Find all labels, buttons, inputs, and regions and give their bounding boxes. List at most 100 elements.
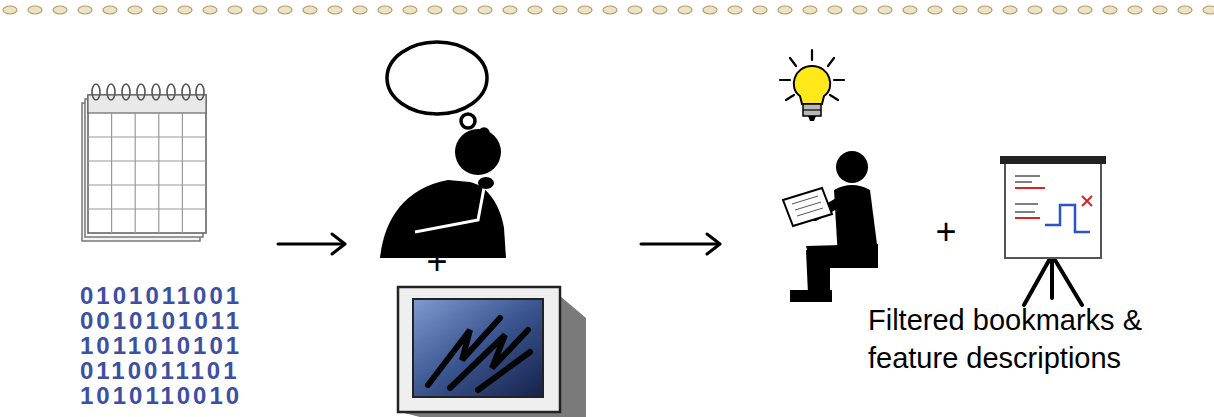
dotted-border-part [203, 6, 217, 14]
binary-data: 0101011001 0010101011 1011010101 0110011… [80, 283, 260, 408]
dotted-border-part [728, 6, 742, 14]
dotted-border-part [678, 6, 692, 14]
thinking-person-part [455, 129, 501, 175]
reading-person-part [792, 196, 818, 204]
lightbulb-icon [780, 50, 844, 121]
flipchart-icon-part [1052, 255, 1082, 305]
dotted-border-part [178, 6, 192, 14]
dotted-border-part [228, 6, 242, 14]
flipchart-icon-part [1024, 255, 1052, 305]
dotted-border-part [628, 6, 642, 14]
computer-monitor-part [413, 299, 543, 397]
dotted-border-part [1153, 6, 1167, 14]
dotted-border-part [778, 6, 792, 14]
thinking-person-part [415, 188, 484, 232]
flipchart-icon-part [1015, 175, 1040, 177]
flipchart-icon-part [1015, 187, 1045, 189]
reading-person-part [836, 151, 868, 183]
calendar-icon-part [92, 84, 204, 100]
dotted-border-part [328, 6, 342, 14]
calendar-icon-part [182, 113, 183, 233]
dotted-border-part [853, 6, 867, 14]
dotted-border-part [278, 6, 292, 14]
dotted-border-part [1053, 6, 1067, 14]
thinking-person-part [478, 177, 494, 189]
output-label: Filtered bookmarks & feature description… [868, 301, 1208, 377]
dotted-border-part [78, 6, 92, 14]
calendar-icon-part [88, 113, 206, 233]
thought-bubble-part [461, 114, 475, 128]
calendar-icon [82, 84, 206, 241]
dotted-border-part [578, 6, 592, 14]
lightbulb-icon-part [803, 104, 821, 116]
dotted-border-part [503, 6, 517, 14]
reading-person-part [806, 250, 830, 294]
reading-person-part [790, 290, 832, 302]
dotted-border-part [353, 6, 367, 14]
calendar-icon-part [92, 84, 100, 100]
lightbulb-icon-part [830, 95, 838, 100]
dotted-border-part [703, 6, 717, 14]
lightbulb-icon-part [811, 50, 813, 60]
flipchart-icon-part [1015, 181, 1032, 183]
flipchart-icon-part [1045, 205, 1090, 232]
calendar-icon-part [107, 84, 115, 100]
dotted-border-part [453, 6, 467, 14]
reading-person [783, 151, 878, 302]
dotted-border-part [103, 6, 117, 14]
calendar-icon-part [88, 160, 206, 161]
dotted-border-part [403, 6, 417, 14]
dotted-border-part [1103, 6, 1117, 14]
flow-arrow [278, 234, 345, 254]
calendar-icon-part [135, 113, 136, 233]
dotted-border-part [928, 6, 942, 14]
dotted-border-part [3, 6, 17, 14]
dotted-border-part [553, 6, 567, 14]
calendar-icon-part [111, 113, 112, 233]
dotted-border-part [1128, 6, 1142, 14]
dotted-border-part [653, 6, 667, 14]
calendar-icon-part [88, 95, 206, 233]
flipchart-icon-part [1015, 203, 1038, 205]
dotted-border-part [953, 6, 967, 14]
computer-monitor-part [398, 287, 560, 412]
dotted-border-part [53, 6, 67, 14]
flipchart-icon-part [1024, 255, 1082, 305]
reading-person-part [797, 208, 823, 216]
lightbulb-icon-part [834, 79, 844, 81]
dotted-border-part [128, 6, 142, 14]
calendar-icon-part [182, 84, 190, 100]
dotted-border-part [28, 6, 42, 14]
flipchart-icon-part [1082, 196, 1092, 206]
flipchart-icon-part [1015, 211, 1035, 213]
dotted-border-part [753, 6, 767, 14]
dotted-border-part [803, 6, 817, 14]
lightbulb-icon-part [786, 95, 794, 100]
dotted-border-part [303, 6, 317, 14]
flow-arrow [641, 234, 720, 254]
lightbulb-icon-part [808, 116, 816, 121]
dotted-border-part [603, 6, 617, 14]
computer-monitor-part [478, 352, 530, 390]
computer-monitor [398, 287, 586, 417]
dotted-border-part [903, 6, 917, 14]
dotted-border-part [1203, 6, 1214, 14]
computer-monitor-part [428, 318, 530, 390]
flipchart-icon-part [1015, 217, 1040, 219]
calendar-icon-part [88, 208, 206, 209]
flow-arrow-part [332, 234, 345, 254]
dotted-border-part [428, 6, 442, 14]
flipchart-icon-part [1015, 176, 1040, 212]
flow-arrow-part [278, 243, 344, 246]
thought-bubble [387, 42, 488, 137]
dotted-border-part [528, 6, 542, 14]
flipchart-icon-part [1005, 162, 1101, 258]
dotted-border-part [1003, 6, 1017, 14]
calendar-icon-part [158, 113, 159, 233]
reading-person-part [792, 196, 823, 216]
calendar-icon-part [152, 84, 160, 100]
dotted-border-part [878, 6, 892, 14]
dotted-border-part [378, 6, 392, 14]
flipchart-icon-part [1000, 156, 1106, 164]
